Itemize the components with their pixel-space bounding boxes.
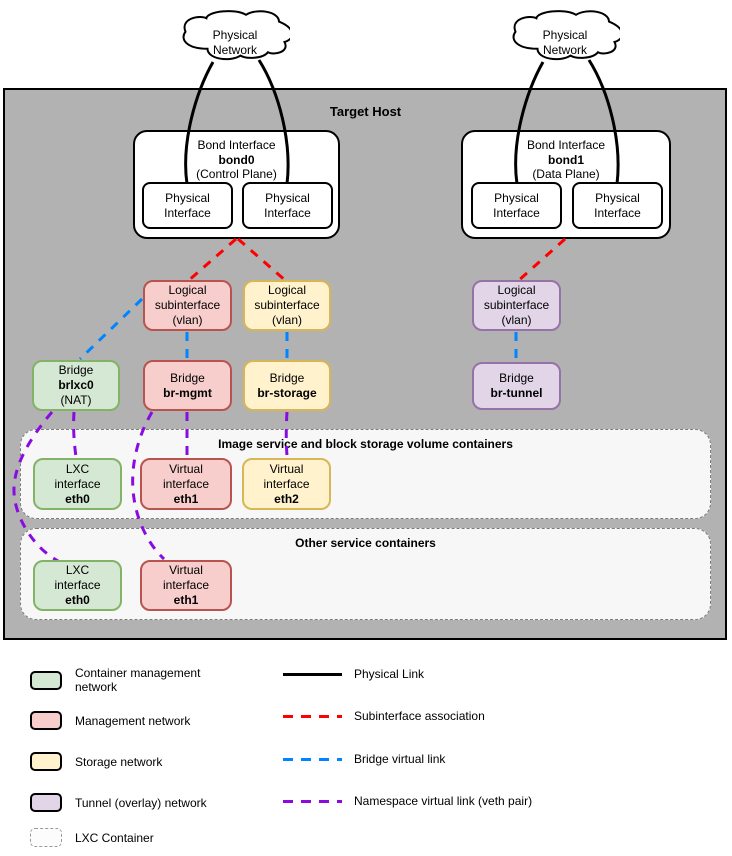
purple-dashed-line [283,799,342,803]
bridge-br-storage: Bridge br-storage [243,360,331,411]
bond1-name: bond1 [548,152,584,167]
iface-name: eth1 [173,491,199,506]
container-other-services: Other service containers [20,528,711,620]
legend-item-subinterface-association: Subinterface association [283,706,485,726]
legend-line-label: Physical Link [354,667,425,681]
blue-dashed-line [283,757,342,761]
physical-interface-label: Physical Interface [164,190,211,220]
target-host-title: Target Host [329,104,402,119]
red-swatch [30,711,62,730]
bridge-name: br-tunnel [490,386,543,400]
bridge-word: Bridge [58,363,94,377]
c1-virtual-interface-eth2: Virtual interface eth2 [242,458,331,510]
physical-network-label: Physical Network [212,28,258,57]
bridge-br-mgmt: Bridge br-mgmt [143,360,232,411]
iface-word: interface [54,476,101,491]
bridge-name: br-storage [257,385,317,400]
bond0-line1: Bond Interface [197,138,276,152]
bond0-physical-interface-2: Physical Interface [242,182,333,229]
legend-label: Management network [75,713,191,728]
iface-type: Virtual [269,461,304,476]
legend-item-container-mgmt-network: Container management network [30,662,235,698]
cloud-shape [182,10,290,61]
bond1-plane: (Data Plane) [532,167,600,181]
bridge-word: Bridge [269,370,305,385]
iface-name: eth1 [173,593,199,607]
bridge-name: brlxc0 [58,378,94,392]
iface-type: Virtual [169,563,203,577]
iface-word: interface [263,476,310,491]
bond1-physical-interface-2: Physical Interface [572,182,663,229]
bond0-plane: (Control Plane) [196,167,277,181]
bridge-br-tunnel: Bridge br-tunnel [472,362,561,410]
dashed-swatch [30,828,62,847]
bond1-physical-interface-1: Physical Interface [471,182,562,229]
cloud-shape [512,10,620,61]
physical-network-cloud-right: Physical Network [510,8,620,76]
solid-black-line [283,672,342,676]
container-other-services-title: Other service containers [295,536,436,550]
legend-line-label: Namespace virtual link (veth pair) [354,794,533,808]
subinterface-label: Logical subinterface (vlan) [483,283,550,327]
green-swatch [30,670,62,690]
iface-word: interface [162,578,210,592]
legend-label: Container management network [75,666,201,694]
legend-item-namespace-virtual-link: Namespace virtual link (veth pair) [283,791,532,811]
purple-swatch [30,793,62,812]
subinterface-label: Logical subinterface (vlan) [254,283,320,327]
bond0-physical-interface-1: Physical Interface [142,182,233,229]
bridge-word: Bridge [170,370,205,385]
c1-lxc-interface-eth0: LXC interface eth0 [33,458,122,510]
bond0-name: bond0 [218,152,255,167]
bridge-word: Bridge [499,371,534,385]
legend-item-physical-link: Physical Link [283,664,424,684]
iface-type: LXC [65,461,90,476]
legend-label: Storage network [75,754,163,769]
subinterface-label: Logical subinterface (vlan) [154,283,221,327]
iface-type: Virtual [169,461,203,476]
bond1-line1: Bond Interface [526,138,606,152]
legend-line-label: Bridge virtual link [354,752,446,766]
legend-item-management-network: Management network [30,711,235,730]
iface-word: interface [54,578,101,592]
physical-network-cloud-left: Physical Network [180,8,290,76]
bridge-note: (NAT) [60,393,92,407]
bridge-brlxc0: Bridge brlxc0 (NAT) [32,360,120,411]
legend-item-storage-network: Storage network [30,752,235,771]
container-image-storage: Image service and block storage volume c… [20,429,711,519]
bridge-name: br-mgmt [163,385,212,400]
iface-type: LXC [65,563,90,577]
iface-name: eth0 [65,593,90,607]
legend-item-tunnel-network: Tunnel (overlay) network [30,793,235,812]
physical-interface-label: Physical Interface [264,190,311,220]
legend-line-label: Subinterface association [354,709,485,723]
physical-interface-label: Physical Interface [493,190,540,220]
legend-item-lxc-container: LXC Container [30,828,235,847]
container-image-storage-title: Image service and block storage volume c… [218,437,513,451]
physical-interface-label: Physical Interface [594,190,641,220]
iface-name: eth0 [65,491,90,506]
iface-name: eth2 [274,491,299,506]
legend-label: LXC Container [75,830,154,845]
yellow-swatch [30,752,62,771]
c1-virtual-interface-eth1: Virtual interface eth1 [140,458,232,510]
subinterface-storage: Logical subinterface (vlan) [243,280,331,331]
iface-word: interface [162,476,210,491]
red-dashed-line [283,714,342,718]
c2-virtual-interface-eth1: Virtual interface eth1 [140,560,232,611]
physical-network-label: Physical Network [542,28,588,57]
subinterface-tunnel: Logical subinterface (vlan) [472,280,561,331]
legend-item-bridge-virtual-link: Bridge virtual link [283,749,445,769]
legend-label: Tunnel (overlay) network [75,795,207,810]
subinterface-mgmt: Logical subinterface (vlan) [143,280,232,331]
c2-lxc-interface-eth0: LXC interface eth0 [33,560,122,611]
